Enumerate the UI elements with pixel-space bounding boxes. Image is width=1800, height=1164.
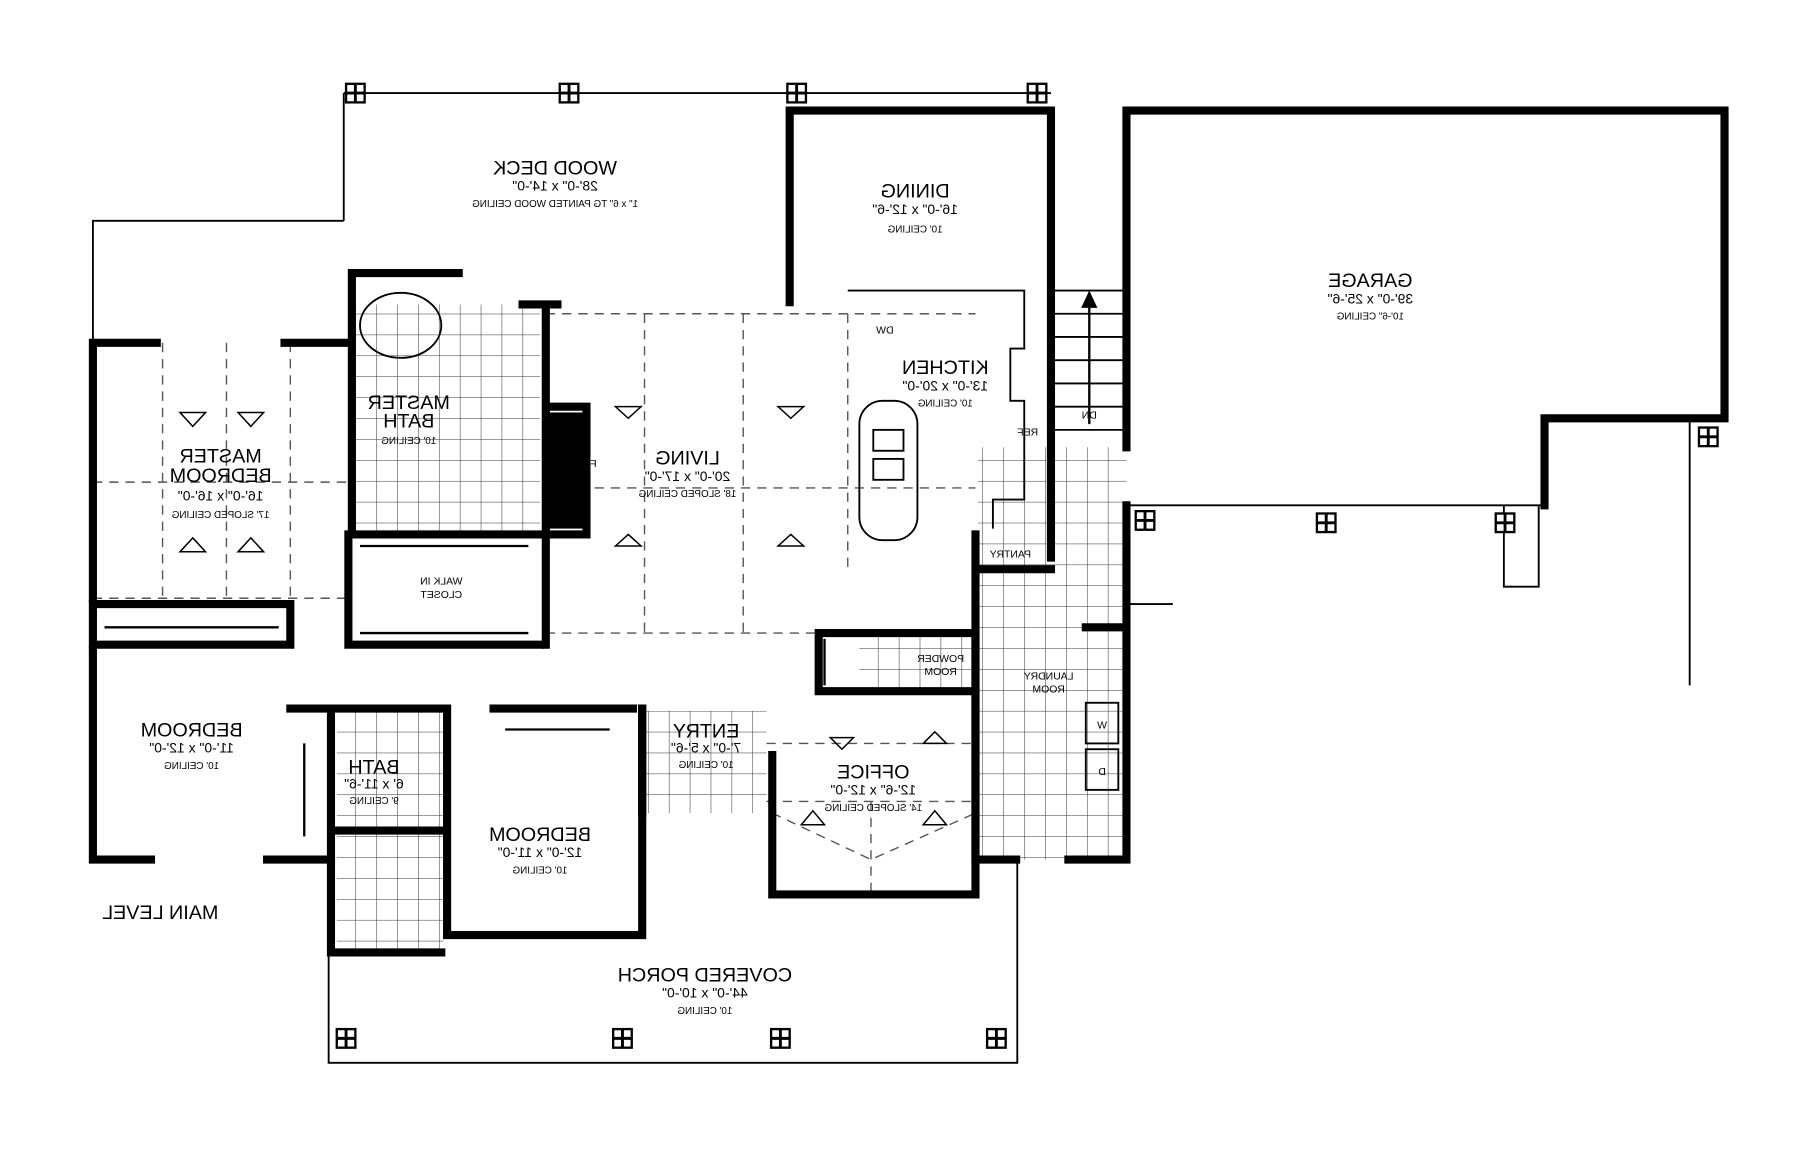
room-walk-in-closet: WALK IN CLOSET bbox=[420, 576, 463, 601]
walls bbox=[88, 106, 1729, 957]
svg-text:18' SLOPED CEILING: 18' SLOPED CEILING bbox=[639, 489, 737, 500]
svg-text:12'-6" x 12'-0": 12'-6" x 12'-0" bbox=[830, 782, 916, 798]
svg-text:MASTER: MASTER bbox=[180, 445, 262, 467]
svg-text:16'-0" x 12'-6": 16'-0" x 12'-6" bbox=[872, 201, 958, 217]
room-powder: POWDER ROOM bbox=[917, 654, 964, 678]
dishwasher-label: DW bbox=[876, 325, 894, 336]
svg-text:BATH: BATH bbox=[383, 411, 434, 433]
svg-text:39'-0" x 25'-6": 39'-0" x 25'-6" bbox=[1327, 290, 1413, 306]
svg-text:WOOD DECK: WOOD DECK bbox=[493, 157, 617, 179]
svg-text:DINING: DINING bbox=[881, 181, 950, 203]
svg-text:BEDROOM: BEDROOM bbox=[170, 465, 272, 487]
svg-text:16'-0" x 16'-0": 16'-0" x 16'-0" bbox=[178, 488, 264, 504]
washer-label: W bbox=[1097, 720, 1107, 731]
svg-text:OFFICE: OFFICE bbox=[837, 761, 909, 783]
svg-text:ROOM: ROOM bbox=[924, 667, 956, 678]
svg-text:10' CEILING: 10' CEILING bbox=[512, 865, 567, 876]
fireplace-label: FP bbox=[583, 459, 596, 470]
svg-text:ENTRY: ENTRY bbox=[673, 721, 740, 743]
svg-text:9' CEILING: 9' CEILING bbox=[349, 796, 399, 807]
fireplace bbox=[548, 412, 583, 529]
svg-text:BEDROOM: BEDROOM bbox=[141, 719, 243, 741]
pantry-label: PANTRY bbox=[990, 550, 1031, 561]
svg-text:WALK IN: WALK IN bbox=[420, 576, 463, 587]
outdoor-outlines bbox=[91, 92, 1691, 1064]
svg-text:POWDER: POWDER bbox=[917, 654, 964, 665]
svg-text:KITCHEN: KITCHEN bbox=[902, 357, 989, 379]
ceiling-lines bbox=[92, 313, 976, 895]
tile-floors bbox=[336, 304, 1127, 949]
room-kitchen: KITCHEN 13'-0" x 20'-0" 10' CEILING bbox=[902, 357, 989, 410]
posts bbox=[335, 82, 1719, 1049]
svg-text:LIVING: LIVING bbox=[655, 448, 720, 470]
kitchen-fixtures bbox=[847, 289, 1026, 542]
svg-text:10' CEILING: 10' CEILING bbox=[679, 760, 734, 771]
svg-text:20'-0" x 17'-0": 20'-0" x 17'-0" bbox=[645, 468, 731, 484]
room-office: OFFICE 12'-6" x 12'-0" 14' SLOPED CEILIN… bbox=[824, 761, 922, 814]
svg-text:10' CEILING: 10' CEILING bbox=[677, 1006, 732, 1017]
room-living: LIVING 20'-0" x 17'-0" 18' SLOPED CEILIN… bbox=[639, 448, 737, 501]
svg-text:14' SLOPED CEILING: 14' SLOPED CEILING bbox=[824, 803, 922, 814]
svg-text:1" x 6" TG PAINTED WOOD CEILIN: 1" x 6" TG PAINTED WOOD CEILING bbox=[472, 199, 638, 210]
svg-text:6' x 11'-6": 6' x 11'-6" bbox=[344, 776, 404, 792]
stairs[interactable]: DN bbox=[1054, 289, 1125, 431]
slope-markers bbox=[178, 405, 949, 826]
svg-text:GARAGE: GARAGE bbox=[1328, 270, 1412, 292]
room-bedroom-mid: BEDROOM 12'-0" x 11'-0" 10' CEILING bbox=[489, 824, 591, 877]
svg-text:10' CEILING: 10' CEILING bbox=[888, 224, 943, 235]
svg-text:44'-0" x 10'-0": 44'-0" x 10'-0" bbox=[662, 985, 748, 1001]
svg-text:10' CEILING: 10' CEILING bbox=[164, 761, 219, 772]
svg-text:10'-6" CEILING: 10'-6" CEILING bbox=[1337, 312, 1404, 323]
svg-text:10' CEILING: 10' CEILING bbox=[918, 399, 973, 410]
svg-text:7'-0" x 5'-6": 7'-0" x 5'-6" bbox=[671, 740, 741, 756]
closet-shelving bbox=[104, 544, 826, 837]
plan-title: MAIN LEVEL bbox=[102, 902, 218, 924]
room-bath: BATH 6' x 11'-6" 9' CEILING bbox=[344, 757, 404, 807]
room-dining: DINING 16'-0" x 12'-6" 10' CEILING bbox=[872, 181, 958, 236]
room-master-bedroom: MASTER BEDROOM 16'-0" x 16'-0" 17' SLOPE… bbox=[170, 445, 272, 521]
svg-text:MAIN LEVEL: MAIN LEVEL bbox=[102, 902, 218, 924]
svg-text:28'-0" x 14'-0": 28'-0" x 14'-0" bbox=[512, 178, 598, 194]
svg-text:12'-0" x 11'-0": 12'-0" x 11'-0" bbox=[498, 844, 583, 860]
room-garage: GARAGE 39'-0" x 25'-6" 10'-6" CEILING bbox=[1327, 270, 1413, 323]
stairs-down-label: DN bbox=[1082, 410, 1097, 421]
refrigerator-label: REF bbox=[1017, 428, 1038, 439]
room-entry: ENTRY 7'-0" x 5'-6" 10' CEILING bbox=[671, 721, 741, 771]
svg-text:ROOM: ROOM bbox=[1032, 684, 1064, 695]
room-bedroom-left: BEDROOM 11'-0" x 12'-0" 10' CEILING bbox=[141, 719, 243, 772]
room-wood-deck: WOOD DECK 28'-0" x 14'-0" 1" x 6" TG PAI… bbox=[472, 157, 638, 210]
svg-text:LAUNDRY: LAUNDRY bbox=[1024, 672, 1074, 683]
svg-text:10' CEILING: 10' CEILING bbox=[381, 436, 436, 447]
room-master-bath: MASTER BATH 10' CEILING bbox=[368, 392, 450, 447]
svg-text:17' SLOPED CEILING: 17' SLOPED CEILING bbox=[172, 510, 270, 521]
svg-text:MASTER: MASTER bbox=[368, 392, 450, 414]
svg-text:CLOSET: CLOSET bbox=[420, 590, 462, 601]
svg-text:COVERED PORCH: COVERED PORCH bbox=[618, 964, 792, 986]
room-laundry: LAUNDRY ROOM bbox=[1024, 672, 1074, 696]
svg-text:11'-0" x 12'-0": 11'-0" x 12'-0" bbox=[149, 740, 234, 756]
svg-text:BATH: BATH bbox=[348, 757, 399, 779]
master-tub bbox=[359, 291, 443, 359]
svg-text:BEDROOM: BEDROOM bbox=[489, 824, 591, 846]
svg-text:13'-0" x 20'-0": 13'-0" x 20'-0" bbox=[902, 377, 988, 393]
room-covered-porch: COVERED PORCH 44'-0" x 10'-0" 10' CEILIN… bbox=[618, 964, 792, 1017]
dryer-label: D bbox=[1098, 767, 1106, 778]
